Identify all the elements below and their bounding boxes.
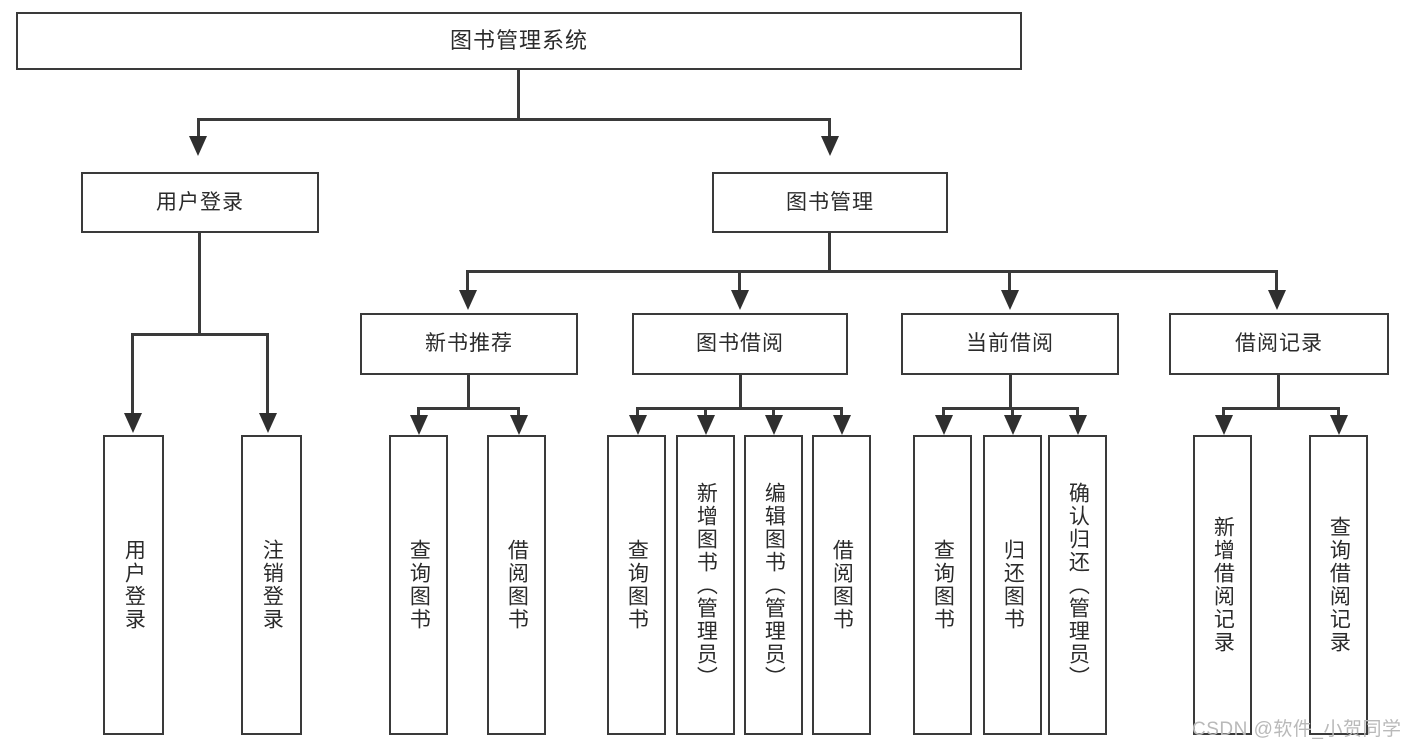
connector-borrowrecord-drop-1 [1222, 407, 1225, 419]
node-label: 查询图书 [931, 539, 955, 631]
leaf-record-add-record[interactable]: 新增借阅记录 [1193, 435, 1252, 735]
arrowhead-currentborrow-leaf-1 [935, 415, 953, 435]
connector-bookmgmt-drop-2 [738, 270, 741, 292]
leaf-current-return-book[interactable]: 归还图书 [983, 435, 1042, 735]
connector-userlogin-drop-1 [131, 333, 134, 415]
node-label: 图书管理系统 [449, 27, 588, 53]
connector-bookborrow-drop-4 [840, 407, 843, 419]
connector-borrowrecord-drop-2 [1337, 407, 1340, 419]
leaf-user-login[interactable]: 用户登录 [103, 435, 164, 735]
leaf-borrow-add-book[interactable]: 新增图书（管理员） [676, 435, 735, 735]
connector-bookborrow-stem [739, 375, 742, 409]
arrowhead-to-borrow-record [1268, 290, 1286, 310]
arrowhead-to-borrow-book [731, 290, 749, 310]
arrowhead-userlogin-leaf-2 [259, 413, 277, 433]
node-book-borrow[interactable]: 图书借阅 [632, 313, 848, 375]
connector-bookmgmt-drop-3 [1008, 270, 1011, 292]
connector-newbook-drop-2 [517, 407, 520, 419]
leaf-logout[interactable]: 注销登录 [241, 435, 302, 735]
connector-userlogin-stem [198, 233, 201, 335]
leaf-newbook-borrow-book[interactable]: 借阅图书 [487, 435, 546, 735]
leaf-borrow-query-book[interactable]: 查询图书 [607, 435, 666, 735]
node-label: 确认归还（管理员） [1066, 481, 1090, 689]
arrowhead-bookborrow-leaf-1 [629, 415, 647, 435]
node-label: 用户登录 [122, 539, 146, 631]
connector-newbook-bus [417, 407, 520, 410]
node-label: 用户登录 [156, 190, 244, 214]
connector-borrowrecord-bus [1222, 407, 1340, 410]
node-label: 图书借阅 [696, 332, 784, 356]
leaf-newbook-query-book[interactable]: 查询图书 [389, 435, 448, 735]
connector-currentborrow-bus [942, 407, 1079, 410]
node-book-management[interactable]: 图书管理 [712, 172, 948, 233]
arrowhead-borrowrecord-leaf-2 [1330, 415, 1348, 435]
node-label: 借阅图书 [505, 539, 529, 631]
node-label: 编辑图书（管理员） [762, 481, 786, 689]
leaf-borrow-borrow-book[interactable]: 借阅图书 [812, 435, 871, 735]
leaf-record-query-record[interactable]: 查询借阅记录 [1309, 435, 1368, 735]
node-label: 借阅图书 [830, 539, 854, 631]
connector-root-bus [197, 118, 831, 121]
arrowhead-bookborrow-leaf-2 [697, 415, 715, 435]
node-label: 新增借阅记录 [1211, 516, 1235, 654]
leaf-borrow-edit-book[interactable]: 编辑图书（管理员） [744, 435, 803, 735]
arrowhead-currentborrow-leaf-3 [1069, 415, 1087, 435]
arrowhead-bookborrow-leaf-4 [833, 415, 851, 435]
connector-bookborrow-drop-3 [772, 407, 775, 419]
arrowhead-borrowrecord-leaf-1 [1215, 415, 1233, 435]
arrowhead-newbook-leaf-1 [410, 415, 428, 435]
node-current-borrow[interactable]: 当前借阅 [901, 313, 1119, 375]
connector-bookborrow-drop-1 [636, 407, 639, 419]
connector-root-drop-right [828, 118, 831, 138]
connector-bookmgmt-bus [466, 270, 1278, 273]
leaf-current-query-book[interactable]: 查询图书 [913, 435, 972, 735]
node-label: 当前借阅 [966, 332, 1054, 356]
connector-currentborrow-drop-2 [1011, 407, 1014, 419]
connector-root-drop-left [197, 118, 200, 138]
node-root-system[interactable]: 图书管理系统 [16, 12, 1022, 70]
arrowhead-userlogin-leaf-1 [124, 413, 142, 433]
node-label: 新增图书（管理员） [694, 481, 718, 689]
connector-root-stem [517, 70, 520, 120]
connector-userlogin-drop-2 [266, 333, 269, 415]
node-label: 查询图书 [625, 539, 649, 631]
node-label: 新书推荐 [425, 332, 513, 356]
connector-currentborrow-drop-3 [1076, 407, 1079, 419]
node-new-book-recommend[interactable]: 新书推荐 [360, 313, 578, 375]
connector-bookborrow-bus [636, 407, 843, 410]
connector-newbook-stem [467, 375, 470, 409]
connector-currentborrow-drop-1 [942, 407, 945, 419]
leaf-current-confirm-return[interactable]: 确认归还（管理员） [1048, 435, 1107, 735]
connector-bookmgmt-stem [828, 233, 831, 272]
connector-borrowrecord-stem [1277, 375, 1280, 409]
node-label: 查询图书 [407, 539, 431, 631]
watermark-text: CSDN @软件_小贺同学 [1192, 719, 1402, 740]
arrowhead-to-current-borrow [1001, 290, 1019, 310]
arrowhead-currentborrow-leaf-2 [1004, 415, 1022, 435]
arrowhead-to-user-login [189, 136, 207, 156]
connector-userlogin-bus [131, 333, 269, 336]
node-label: 图书管理 [786, 190, 874, 214]
connector-bookborrow-drop-2 [704, 407, 707, 419]
node-label: 注销登录 [260, 539, 284, 631]
connector-bookmgmt-drop-4 [1275, 270, 1278, 292]
connector-newbook-drop-1 [417, 407, 420, 419]
arrowhead-to-book-manage [821, 136, 839, 156]
node-borrow-record[interactable]: 借阅记录 [1169, 313, 1389, 375]
connector-currentborrow-stem [1009, 375, 1012, 409]
arrowhead-to-new-book [459, 290, 477, 310]
connector-bookmgmt-drop-1 [466, 270, 469, 292]
node-label: 归还图书 [1001, 539, 1025, 631]
arrowhead-newbook-leaf-2 [510, 415, 528, 435]
node-label: 查询借阅记录 [1327, 516, 1351, 654]
node-label: 借阅记录 [1235, 332, 1323, 356]
node-user-login[interactable]: 用户登录 [81, 172, 319, 233]
arrowhead-bookborrow-leaf-3 [765, 415, 783, 435]
